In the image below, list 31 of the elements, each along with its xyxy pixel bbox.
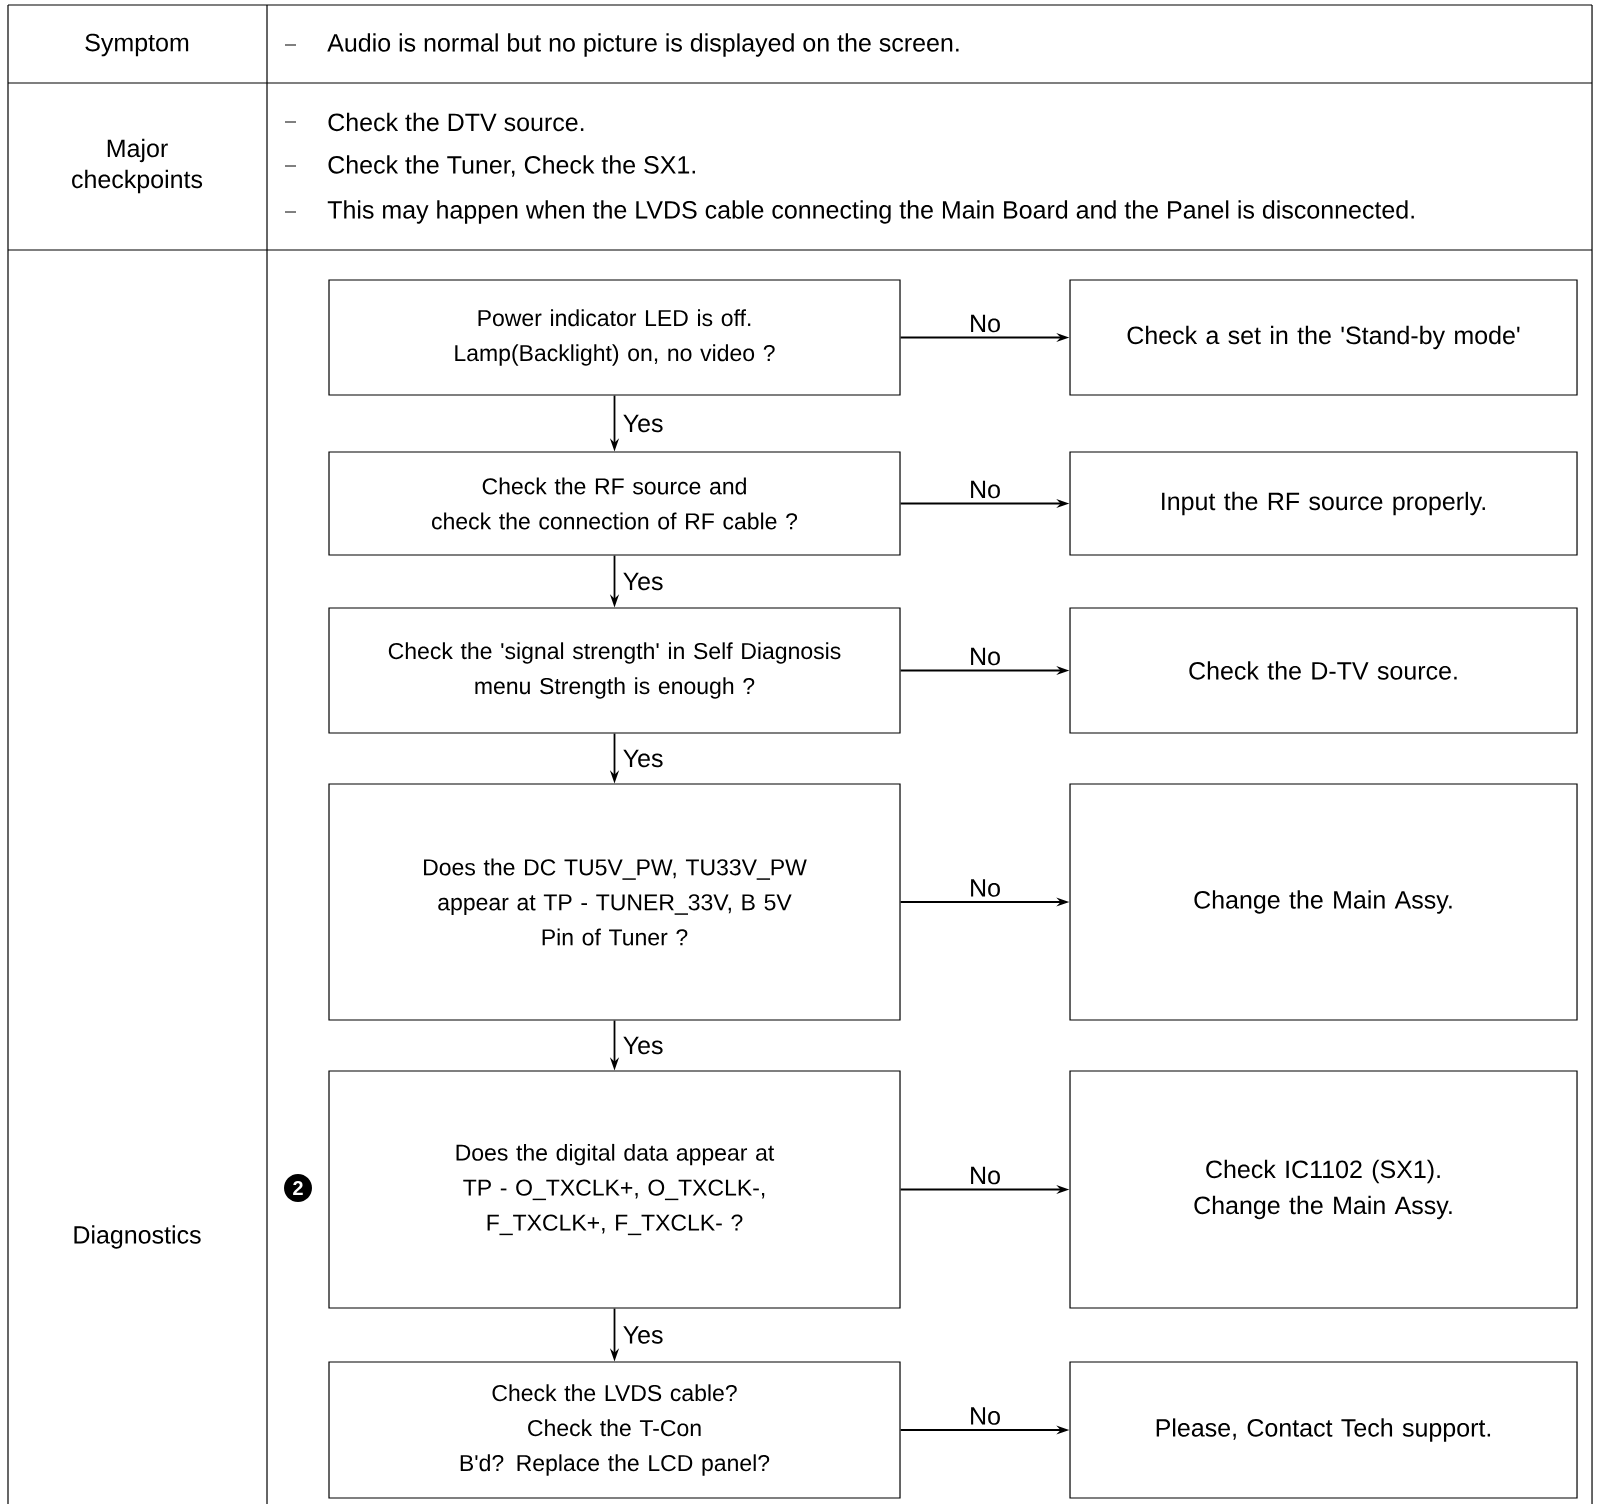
edge-label: Yes <box>621 748 665 769</box>
action-box: Check a set in the 'Stand-by mode' <box>1069 279 1578 396</box>
checkpoint-item: This may happen when the LVDS cable connecting the Main Board and the Panel is disconnected. <box>327 200 1414 224</box>
edge-label: No <box>968 1406 1002 1426</box>
edge-label: No <box>968 1165 1002 1186</box>
decision-box: Check the RF source and check the connection of RF cable ? <box>328 451 901 556</box>
edge-label: No <box>968 646 1002 667</box>
callout-number: 2 <box>284 1174 312 1202</box>
action-box: Input the RF source properly. <box>1069 451 1578 556</box>
action-box: Check the D-TV source. <box>1069 607 1578 734</box>
table-header: Symptom <box>85 33 189 57</box>
decision-box: Does the DC TU5V_PW, TU33V_PW appear at TP - TUNER_33V, B 5V Pin of Tuner ? <box>328 783 901 1021</box>
action-box: Please, Contact Tech support. <box>1069 1361 1578 1499</box>
decision-box: Check the LVDS cable? Check the T-Con B'd? Replace the LCD panel? <box>328 1361 901 1499</box>
edge-label: Yes <box>621 571 665 592</box>
checkpoint-item: Check the Tuner, Check the SX1. <box>328 155 695 177</box>
edge-label: No <box>968 878 1002 898</box>
table-cell: Audio is normal but no picture is displayed on the screen. <box>327 33 959 57</box>
edge-label: Yes <box>621 413 665 434</box>
decision-box: Check the 'signal strength' in Self Diagnosis menu Strength is enough ? <box>328 607 901 734</box>
edge-label: Yes <box>621 1035 665 1056</box>
edge-label: No <box>968 313 1002 334</box>
decision-box: Power indicator LED is off. Lamp(Backlight) on, no video ? <box>328 279 901 396</box>
table-header: Major checkpoints <box>72 138 203 194</box>
action-box: Change the Main Assy. <box>1069 783 1578 1021</box>
edge-label: No <box>968 479 1002 500</box>
table-header: Diagnostics <box>74 1225 201 1249</box>
edge-label: Yes <box>621 1325 665 1345</box>
decision-box: Does the digital data appear at TP - O_TXCLK+, O_TXCLK-, F_TXCLK+, F_TXCLK- ? <box>328 1070 901 1309</box>
checkpoint-item: Check the DTV source. <box>328 112 584 132</box>
action-box: Check IC1102 (SX1). Change the Main Assy. <box>1069 1070 1578 1309</box>
